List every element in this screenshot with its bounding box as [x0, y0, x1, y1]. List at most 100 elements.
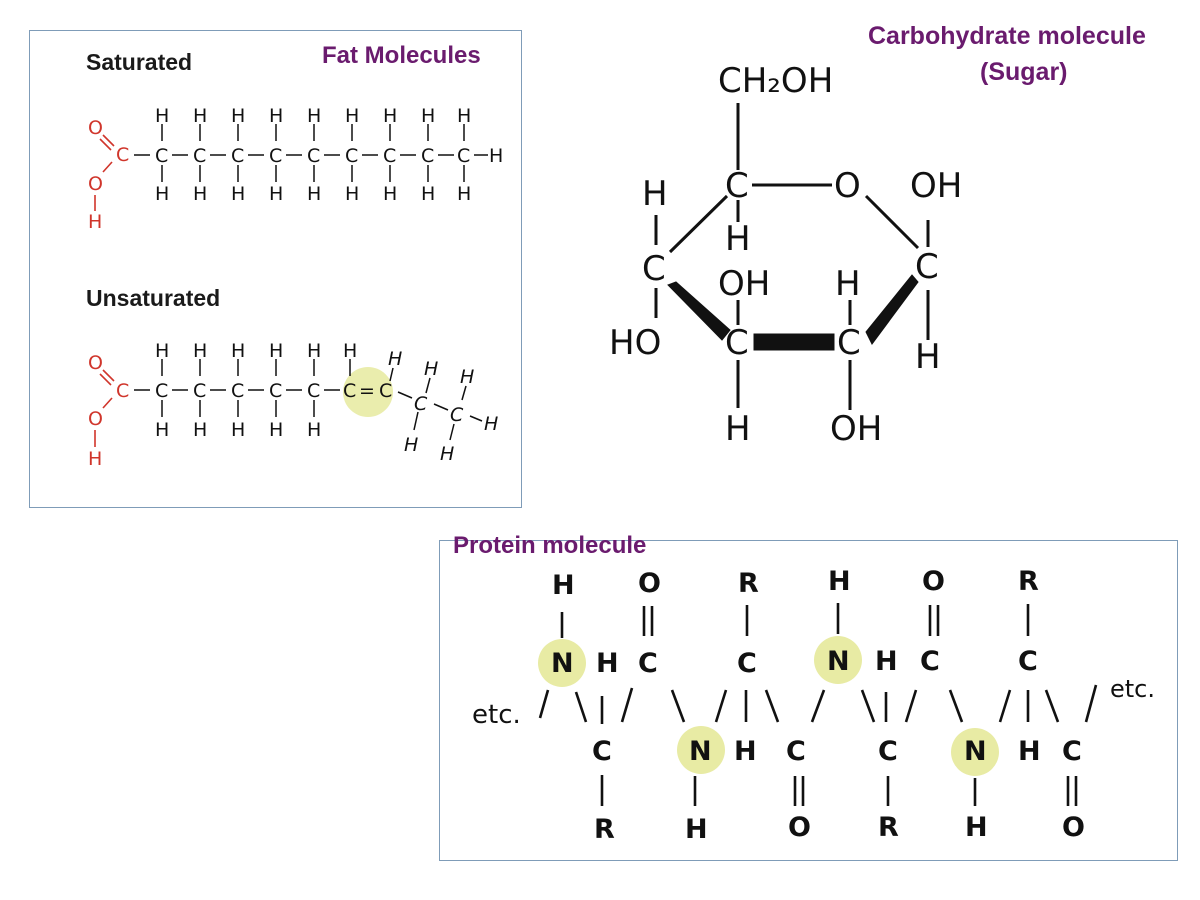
protein-c-alpha-bot-1: C [592, 736, 612, 767]
fat-molecules-panel [29, 30, 522, 508]
protein-o-4: O [1062, 812, 1085, 843]
unsat-h-bot-9: H [440, 443, 454, 465]
protein-c-alpha-top-2: C [1018, 646, 1038, 677]
unsat-o-bottom: O [88, 408, 103, 430]
saturated-acid-group: O C O H [88, 117, 129, 233]
c1-oh: OH [910, 166, 962, 206]
unsat-h-top-8: H [424, 358, 438, 380]
protein-n-1: N [551, 648, 574, 679]
protein-h-n1: H [596, 648, 619, 679]
unsat-c-acid: C [116, 380, 129, 402]
sat-h-top-7: H [383, 105, 397, 127]
unsat-h-acid: H [88, 448, 102, 470]
sat-h-bot-3: H [231, 183, 245, 205]
sat-c-6: C [345, 145, 358, 167]
sat-c-3: C [231, 145, 244, 167]
sat-h-bot-4: H [269, 183, 283, 205]
protein-c-carbonyl-bot-1: C [786, 736, 806, 767]
protein-etc-right: etc. [1110, 675, 1155, 703]
c2-h-top: H [835, 264, 861, 304]
sat-c-acid: C [116, 144, 129, 166]
ch2oh-group: CH₂OH [718, 61, 833, 101]
c1-h: H [915, 337, 941, 377]
unsat-c-4: C [269, 380, 282, 402]
unsat-h-top-3: H [231, 340, 245, 362]
unsat-c-9: C [450, 404, 464, 426]
sat-h-top-5: H [307, 105, 321, 127]
sat-h-top-3: H [231, 105, 245, 127]
ring-oxygen: O [834, 166, 861, 206]
unsat-c-8: C [414, 393, 428, 415]
unsat-double-bond: = [359, 380, 375, 402]
c2-oh: OH [830, 409, 882, 449]
unsat-h-bot-3: H [231, 419, 245, 441]
protein-r-1: R [738, 568, 759, 599]
unsat-h-top-1: H [155, 340, 169, 362]
sat-h-top-8: H [421, 105, 435, 127]
n-highlight-1 [538, 639, 586, 687]
protein-c-alpha-top-1: C [737, 648, 757, 679]
unsat-c-6: C [343, 380, 356, 402]
sat-h-top-1: H [155, 105, 169, 127]
protein-c-carbonyl-1: C [638, 648, 658, 679]
protein-h-n2: H [734, 736, 757, 767]
sat-c-2: C [193, 145, 206, 167]
protein-o-3: O [788, 812, 811, 843]
c4-ho: HO [609, 323, 661, 363]
double-bond-highlight [343, 367, 393, 417]
sat-o-top: O [88, 117, 103, 139]
sat-h-top-4: H [269, 105, 283, 127]
sat-h-bot-7: H [383, 183, 397, 205]
sat-h-bot-2: H [193, 183, 207, 205]
sat-h-bot-8: H [421, 183, 435, 205]
unsat-h-bot-2: H [193, 419, 207, 441]
sat-h-end: H [489, 145, 503, 167]
c5-h: H [642, 174, 668, 214]
c1-carbon: C [915, 247, 939, 287]
protein-o-2: O [922, 566, 945, 597]
protein-n-4: N [964, 736, 987, 767]
protein-h-3: H [685, 814, 708, 845]
sat-c-9: C [457, 145, 470, 167]
protein-h-n3: H [875, 646, 898, 677]
sat-h-top-6: H [345, 105, 359, 127]
sat-h-bot-6: H [345, 183, 359, 205]
sat-c-1: C [155, 145, 168, 167]
carbohydrate-subtitle: (Sugar) [980, 58, 1068, 86]
carbohydrate-title: Carbohydrate molecule [868, 22, 1146, 50]
sat-h-top-2: H [193, 105, 207, 127]
unsat-h-top-4: H [269, 340, 283, 362]
sat-c-7: C [383, 145, 396, 167]
protein-h-1: H [552, 570, 575, 601]
protein-c-carbonyl-bot-2: C [1062, 736, 1082, 767]
unsat-h-top-5: H [307, 340, 321, 362]
sat-h-bot-5: H [307, 183, 321, 205]
protein-etc-left: etc. [472, 700, 521, 730]
unsat-h-bot-1: H [155, 419, 169, 441]
protein-n-3: N [827, 646, 850, 677]
protein-molecule-title: Protein molecule [453, 532, 647, 559]
c5-h-below: H [725, 219, 751, 259]
unsat-h-top-9: H [460, 366, 474, 388]
unsat-h-bot-4: H [269, 419, 283, 441]
c3-oh: OH [718, 264, 770, 304]
c3-carbon: C [725, 323, 749, 363]
sat-h-acid: H [88, 211, 102, 233]
unsaturated-chain: H H H H H H H H H C C C C C C = C C C H … [134, 340, 498, 465]
unsat-c-5: C [307, 380, 320, 402]
unsat-h-top-6: H [343, 340, 357, 362]
c3-h: H [725, 409, 751, 449]
n-highlight-4 [951, 728, 999, 776]
sat-c-4: C [269, 145, 282, 167]
protein-c-carbonyl-2: C [920, 646, 940, 677]
protein-o-1: O [638, 568, 661, 599]
c2-carbon: C [837, 323, 861, 363]
sat-c-8: C [421, 145, 434, 167]
c4-carbon: C [642, 249, 666, 289]
protein-h-4: H [965, 812, 988, 843]
protein-r-3: R [594, 814, 615, 845]
unsaturated-label: Unsaturated [86, 285, 221, 311]
sat-h-bot-1: H [155, 183, 169, 205]
